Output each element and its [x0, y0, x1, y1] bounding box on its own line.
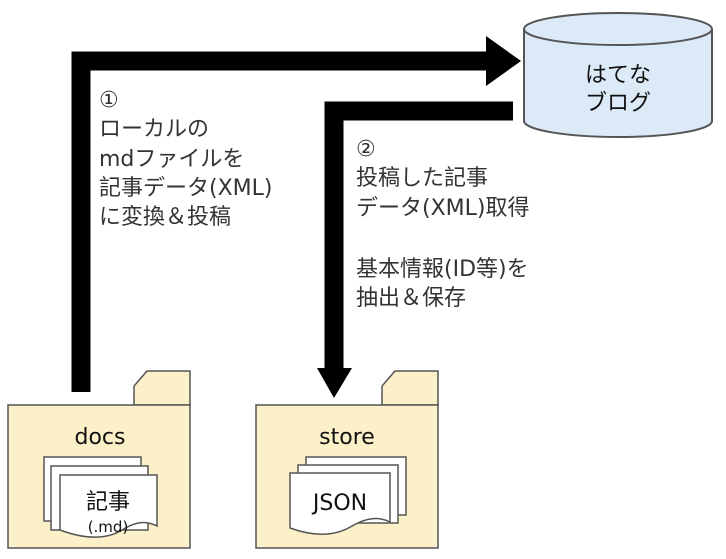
step2-line: 基本情報(ID等)を: [356, 257, 529, 282]
step2-line: 投稿した記事: [356, 166, 488, 191]
step2-line: データ(XML)取得: [356, 196, 529, 221]
step1-line: ローカルの: [99, 117, 209, 142]
json-document-stack: JSON: [289, 456, 407, 535]
doc-label: JSON: [311, 491, 367, 516]
download-arrow: [317, 101, 513, 398]
blog-label-line1: はてな: [585, 63, 651, 88]
step1-line: 記事データ(XML): [99, 176, 272, 201]
doc-sublabel: (.md): [88, 518, 129, 536]
store-folder-title: store: [319, 425, 375, 450]
step2-number: ②: [356, 137, 376, 162]
blog-database: はてな ブログ: [523, 12, 713, 138]
step2-line: 抽出＆保存: [356, 286, 466, 311]
markdown-document-stack: 記事 (.md): [43, 456, 158, 538]
store-folder: store JSON: [255, 370, 439, 549]
step1-number: ①: [99, 88, 119, 113]
upload-arrow: [71, 36, 521, 392]
step1-line: に変換＆投稿: [99, 205, 231, 230]
step2-description: ② 投稿した記事 データ(XML)取得 基本情報(ID等)を 抽出＆保存: [356, 137, 529, 311]
docs-folder-title: docs: [75, 425, 126, 450]
step1-description: ① ローカルの mdファイルを 記事データ(XML) に変換＆投稿: [99, 88, 272, 230]
step1-line: mdファイルを: [99, 147, 244, 172]
docs-folder: docs 記事 (.md): [7, 370, 191, 549]
doc-label: 記事: [86, 490, 130, 515]
blog-label-line2: ブログ: [585, 91, 651, 116]
